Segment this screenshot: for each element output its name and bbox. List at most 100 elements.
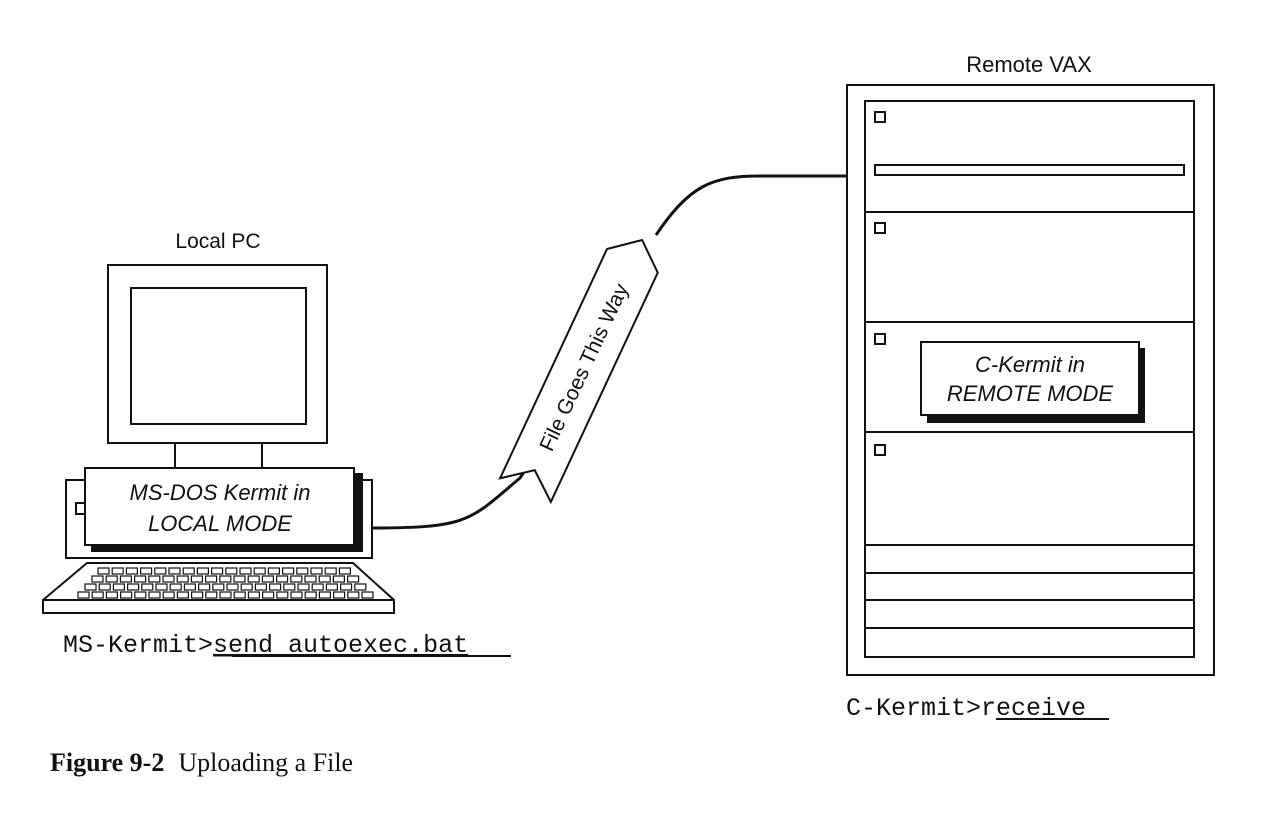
keyboard-key: [304, 591, 317, 599]
keyboard-key: [91, 591, 104, 599]
keyboard-key: [176, 575, 189, 583]
keyboard-key: [290, 591, 303, 599]
keyboard-key: [219, 575, 232, 583]
keyboard-key: [318, 591, 331, 599]
keyboard-key: [198, 583, 211, 591]
local-prompt-text: MS-Kermit>: [63, 631, 213, 660]
local-mode-label-line2: LOCAL MODE: [148, 511, 292, 536]
remote-prompt-text: C-Kermit>: [846, 694, 981, 723]
keyboard-key: [148, 591, 161, 599]
drive-slot-icon: [75, 502, 86, 515]
keyboard-key: [196, 567, 209, 575]
keyboard-key: [119, 575, 133, 583]
keyboard-key: [311, 583, 324, 591]
keyboard-key: [261, 575, 274, 583]
keyboard-key: [240, 583, 253, 591]
figure-title: Uploading a File: [178, 748, 354, 777]
vax-led-icon: [874, 444, 886, 456]
keyboard-key: [155, 583, 168, 591]
keyboard-key: [347, 575, 360, 583]
remote-mode-label-line1: C-Kermit in: [975, 352, 1085, 377]
keyboard-key: [283, 583, 296, 591]
keyboard-key: [225, 567, 238, 575]
remote-mode-label-box: [920, 341, 1140, 416]
keyboard-key: [333, 591, 346, 599]
keyboard-key: [276, 575, 289, 583]
local-pc-title: Local PC: [175, 230, 260, 253]
monitor-screen: [130, 287, 307, 425]
local-mode-label-line1: MS-DOS Kermit in: [130, 480, 311, 505]
local-mode-label-box: [84, 467, 355, 546]
keyboard-key: [318, 575, 331, 583]
keyboard-key: [325, 583, 338, 591]
keyboard-key: [233, 575, 246, 583]
keyboard-key: [338, 567, 351, 575]
keyboard-key: [282, 567, 295, 575]
keyboard-key: [304, 575, 317, 583]
keyboard-key: [262, 591, 275, 599]
keyboard-key: [212, 583, 225, 591]
keyboard-key: [141, 583, 154, 591]
keyboard-key: [324, 567, 337, 575]
keyboard-key: [211, 567, 224, 575]
keyboard-key: [254, 583, 267, 591]
keyboard-key: [77, 591, 90, 599]
keyboard-key: [162, 591, 175, 599]
keyboard-key: [119, 591, 133, 599]
keyboard-key: [226, 583, 239, 591]
keyboard-key: [219, 591, 232, 599]
keyboard-key: [332, 575, 345, 583]
keyboard-key: [182, 567, 195, 575]
keyboard-key: [84, 583, 97, 591]
keyboard-key: [111, 567, 124, 575]
keyboard-key: [296, 567, 309, 575]
keyboard-key: [190, 575, 203, 583]
monitor-stand: [174, 442, 263, 469]
keyboard-key: [247, 591, 260, 599]
direction-arrow: File Goes This Way: [498, 238, 659, 505]
keyboard-key: [233, 591, 246, 599]
keyboard-key: [347, 591, 360, 599]
keyboard-key: [134, 575, 147, 583]
keyboard-key: [112, 583, 126, 591]
remote-vax: Remote VAX C-Kermit in REMOTE MODE: [846, 52, 1215, 676]
keyboard-key: [267, 567, 280, 575]
keyboard-key: [247, 575, 260, 583]
remote-mode-label-line2: REMOTE MODE: [947, 381, 1114, 406]
keyboard-key: [98, 583, 111, 591]
local-pc: Local PC MS-DOS Kermit in LOCAL MODE: [42, 230, 395, 614]
keyboard-key: [253, 567, 266, 575]
keyboard-key: [168, 567, 181, 575]
keyboard-key: [239, 567, 252, 575]
arrow-shape: [498, 238, 659, 505]
keyboard-key: [310, 567, 323, 575]
keyboard-key: [191, 591, 204, 599]
keyboard-key: [148, 575, 161, 583]
keyboard-key: [297, 583, 310, 591]
vax-drive-slot: [874, 164, 1185, 176]
keyboard-key: [340, 583, 353, 591]
keyboard-key: [276, 591, 289, 599]
keyboard-key: [361, 591, 374, 599]
figure-number: Figure 9-2: [50, 748, 165, 777]
keyboard-key: [205, 591, 218, 599]
serial-cable-upper: [654, 174, 847, 236]
keyboard-key: [169, 583, 182, 591]
vax-led-icon: [874, 333, 886, 345]
keyboard-key: [91, 575, 104, 583]
keyboard-key: [97, 567, 110, 575]
keyboard-key: [105, 591, 119, 599]
keyboard-key: [290, 575, 303, 583]
remote-vax-title: Remote VAX: [966, 52, 1092, 77]
vax-led-icon: [874, 111, 886, 123]
keyboard-key: [154, 567, 167, 575]
figure-caption: Figure 9-2 Uploading a File: [50, 748, 353, 778]
keyboard-key: [205, 575, 218, 583]
keyboard-key: [105, 575, 118, 583]
keyboard-key: [354, 583, 367, 591]
keyboard-keys: [77, 567, 374, 599]
serial-cable: [371, 459, 534, 530]
keyboard-key: [176, 591, 189, 599]
keyboard-key: [134, 591, 147, 599]
